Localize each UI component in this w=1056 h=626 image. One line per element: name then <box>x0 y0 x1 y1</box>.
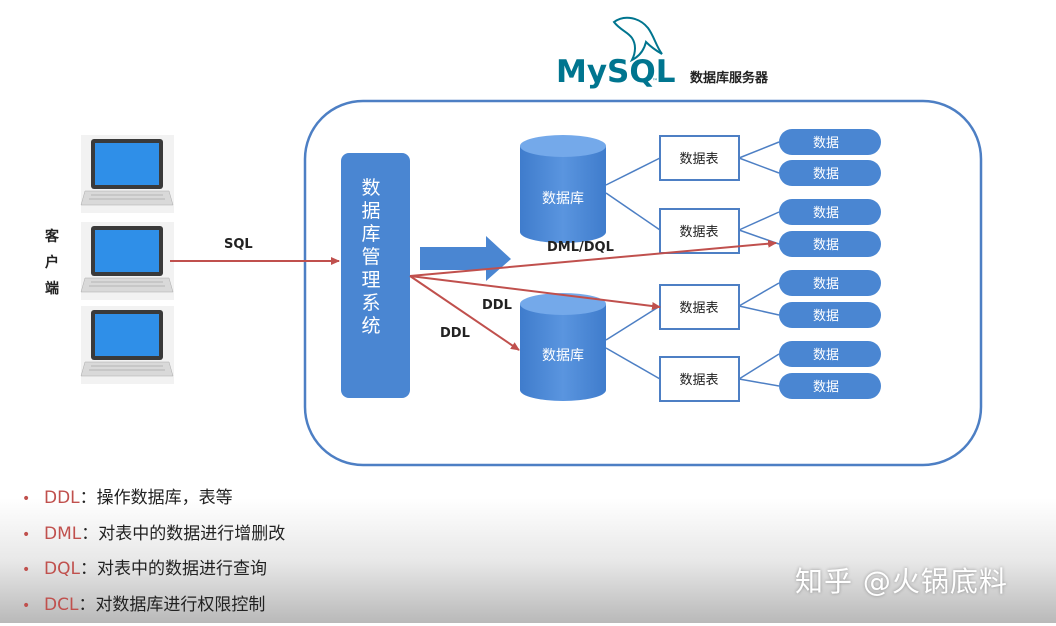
client-label: 客 户 端 <box>44 228 60 297</box>
sql-label: SQL <box>224 237 253 252</box>
database-cylinder: 数据库 <box>520 293 606 401</box>
table-label: 数据表 <box>679 301 718 316</box>
bullet-colon: ： <box>81 524 98 544</box>
table-box: 数据表 <box>660 357 739 401</box>
data-pill-label: 数据 <box>813 206 839 221</box>
bullet-key: DCL <box>44 595 78 615</box>
data-pill: 数据 <box>779 302 881 328</box>
bullet-colon: ： <box>80 488 97 508</box>
watermark: 知乎 @火锅底料 <box>795 560 1008 600</box>
bullet-dot: • <box>22 521 44 549</box>
data-pill-label: 数据 <box>813 238 839 253</box>
table-box: 数据表 <box>660 285 739 329</box>
laptop-icon <box>81 306 174 384</box>
list-item: •DML：对表中的数据进行增删改 <box>22 520 285 556</box>
laptop-icon <box>81 222 174 300</box>
dbms-label-char: 系 <box>361 292 380 314</box>
dbms-label-char: 管 <box>361 246 380 268</box>
database-cylinder: 数据库 <box>520 135 606 243</box>
data-pill-label: 数据 <box>813 167 839 182</box>
bullet-key: DQL <box>44 559 80 579</box>
client-label-char: 端 <box>45 280 59 297</box>
bullet-desc: 对表中的数据进行查询 <box>97 559 267 579</box>
dbms-label-char: 据 <box>361 200 380 222</box>
bullet-colon: ： <box>80 559 97 579</box>
dbms-label-char: 库 <box>361 223 380 245</box>
dml-dql-label: DML/DQL <box>547 240 614 255</box>
dbms-label: 数 据 库 管 理 系 统 <box>361 177 380 337</box>
bullet-colon: ： <box>78 595 95 615</box>
ddl-lower-label: DDL <box>440 326 470 341</box>
data-pill-label: 数据 <box>813 380 839 395</box>
data-pill: 数据 <box>779 231 881 257</box>
client-label-char: 户 <box>45 254 59 271</box>
bullet-desc: 对数据库进行权限控制 <box>95 595 265 615</box>
mysql-logo: MySQL ™ <box>556 18 676 90</box>
data-pill: 数据 <box>779 160 881 186</box>
bullet-desc: 对表中的数据进行增删改 <box>98 524 285 544</box>
laptop-icon <box>81 135 174 213</box>
dbms-label-char: 数 <box>361 177 380 199</box>
table-label: 数据表 <box>679 373 718 388</box>
data-pill: 数据 <box>779 341 881 367</box>
ddl-upper-label: DDL <box>482 298 512 313</box>
client-laptops <box>81 135 174 384</box>
data-pill-label: 数据 <box>813 136 839 151</box>
table-box: 数据表 <box>660 209 739 253</box>
logo-tm: ™ <box>652 78 658 85</box>
bullet-desc: 操作数据库，表等 <box>97 488 233 508</box>
bullet-key: DML <box>44 524 81 544</box>
data-pill-label: 数据 <box>813 277 839 292</box>
database-label: 数据库 <box>542 348 584 364</box>
dbms-label-char: 理 <box>361 269 380 291</box>
client-label-char: 客 <box>44 228 60 245</box>
data-pill-label: 数据 <box>813 348 839 363</box>
table-label: 数据表 <box>679 225 718 240</box>
sql-category-list: •DDL：操作数据库，表等 •DML：对表中的数据进行增删改 •DQL：对表中的… <box>22 484 285 626</box>
data-pill: 数据 <box>779 270 881 296</box>
list-item: •DDL：操作数据库，表等 <box>22 484 285 520</box>
data-pill: 数据 <box>779 129 881 155</box>
bullet-key: DDL <box>44 488 80 508</box>
data-pill-label: 数据 <box>813 309 839 324</box>
data-pill: 数据 <box>779 199 881 225</box>
bullet-dot: • <box>22 556 44 584</box>
bullet-dot: • <box>22 592 44 620</box>
list-item: •DCL：对数据库进行权限控制 <box>22 591 285 626</box>
table-label: 数据表 <box>679 152 718 167</box>
bullet-dot: • <box>22 485 44 513</box>
data-pill: 数据 <box>779 373 881 399</box>
table-box: 数据表 <box>660 136 739 180</box>
server-label: 数据库服务器 <box>690 70 769 86</box>
dbms-label-char: 统 <box>361 315 380 337</box>
database-label: 数据库 <box>542 191 584 207</box>
list-item: •DQL：对表中的数据进行查询 <box>22 555 285 591</box>
